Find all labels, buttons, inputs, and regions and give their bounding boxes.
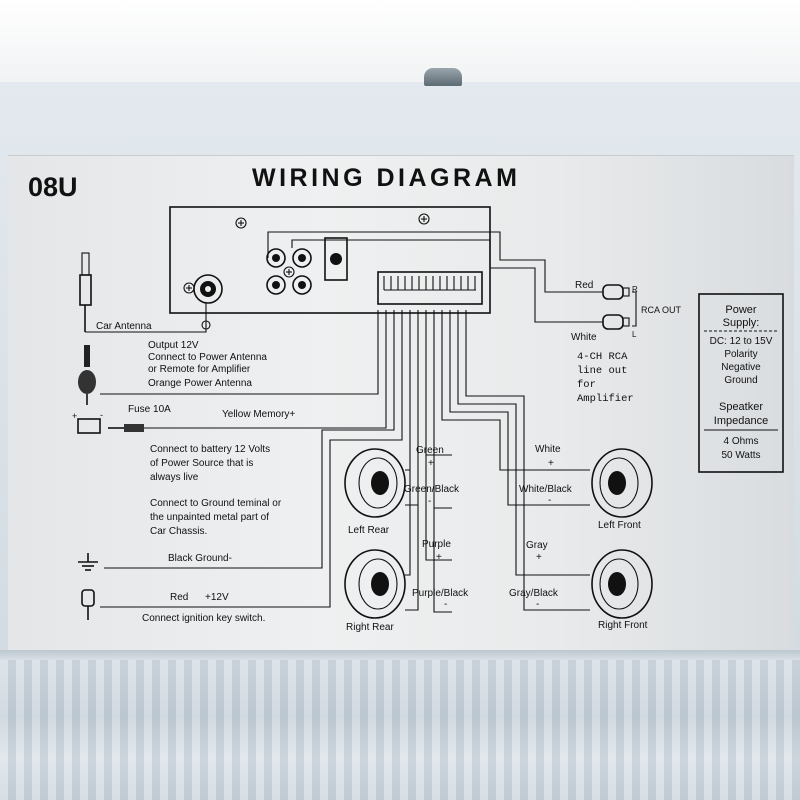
left-front-speaker-icon — [591, 448, 653, 518]
purple-black-wire-label: Purple/Black — [412, 588, 469, 599]
svg-text:Supply:: Supply: — [723, 317, 760, 329]
housing-lower-panel — [0, 660, 800, 800]
screw-icon — [283, 266, 295, 278]
diagram-title: WIRING DIAGRAM — [252, 164, 520, 192]
screw-icon — [183, 282, 195, 294]
screw-icon — [418, 213, 430, 225]
right-front-label: Right Front — [598, 620, 648, 631]
green-wire-label: Green — [416, 445, 444, 456]
gray-wire-label: Gray — [526, 540, 548, 551]
svg-text:-: - — [100, 410, 103, 420]
car-antenna-label: Car Antenna — [96, 321, 152, 332]
background — [0, 0, 800, 82]
right-rear-label: Right Rear — [346, 622, 394, 633]
svg-text:4-CH RCA: 4-CH RCA — [577, 351, 628, 363]
ignition-voltage-label: +12V — [205, 592, 229, 603]
antenna-socket-icon — [193, 274, 223, 304]
ground-icon — [78, 553, 98, 571]
svg-text:Negative: Negative — [721, 362, 761, 373]
rca-jack-icon — [292, 275, 312, 295]
ignition-note: Connect ignition key switch. — [142, 613, 265, 624]
svg-text:line out: line out — [577, 365, 627, 377]
rca-jack-icon — [292, 248, 312, 268]
rca-l-label: L — [632, 330, 637, 339]
svg-text:always live: always live — [150, 472, 199, 483]
yellow-memory-label: Yellow Memory+ — [222, 409, 295, 420]
purple-black-minus: - — [444, 599, 447, 610]
screw-icon — [235, 217, 247, 229]
antenna-icon — [79, 252, 92, 332]
power-plug-icon — [324, 237, 348, 281]
rca-jack-icon — [266, 248, 286, 268]
black-ground-label: Black Ground- — [168, 553, 232, 564]
green-black-minus: - — [428, 496, 431, 507]
svg-text:Output 12V: Output 12V — [148, 340, 199, 351]
amp-note: 4-CH RCA line out for Amplifier — [577, 351, 634, 405]
svg-text:Connect to Ground teminal or: Connect to Ground teminal or — [150, 498, 282, 509]
green-plus: + — [428, 458, 434, 469]
mounting-knob — [424, 68, 462, 86]
svg-text:Power: Power — [725, 304, 757, 316]
iso-connector — [377, 271, 483, 305]
rca-plug-icon — [602, 284, 630, 300]
svg-text:50 Watts: 50 Watts — [721, 450, 760, 461]
ignition-key-icon — [81, 589, 95, 620]
svg-text:4 Ohms: 4 Ohms — [723, 436, 758, 447]
svg-text:Amplifier: Amplifier — [577, 393, 634, 405]
rca-white-label: White — [571, 332, 597, 343]
battery-icon: + - — [72, 410, 103, 434]
left-front-label: Left Front — [598, 520, 641, 531]
right-rear-speaker-icon — [344, 549, 406, 619]
green-black-wire-label: Green/Black — [404, 484, 460, 495]
svg-text:Polarity: Polarity — [724, 349, 757, 360]
svg-text:or Remote for Amplifier: or Remote for Amplifier — [148, 364, 251, 375]
power-antenna-icon — [78, 345, 96, 405]
fuse-icon — [108, 424, 144, 432]
fuse-label: Fuse 10A — [128, 404, 171, 415]
white-wire-label: White — [535, 444, 561, 455]
svg-text:DC: 12 to 15V: DC: 12 to 15V — [710, 336, 773, 347]
head-unit — [169, 206, 491, 314]
svg-text:Car Chassis.: Car Chassis. — [150, 526, 207, 537]
svg-text:of Power Source that is: of Power Source that is — [150, 458, 253, 469]
rca-out-label: RCA OUT — [641, 305, 682, 315]
output-12v-note: Output 12V Connect to Power Antenna or R… — [148, 340, 267, 389]
model-code: 08U — [28, 172, 78, 202]
svg-text:+: + — [72, 411, 77, 421]
rca-r-label: R — [632, 285, 638, 294]
svg-text:the unpainted metal part of: the unpainted metal part of — [150, 512, 269, 523]
svg-text:Ground: Ground — [724, 375, 757, 386]
battery-note: Connect to battery 12 Volts of Power Sou… — [150, 444, 270, 483]
svg-text:Speatker: Speatker — [719, 401, 763, 413]
ignition-wire-label: Red — [170, 592, 188, 603]
gray-black-minus: - — [536, 599, 539, 610]
left-rear-speaker-icon — [344, 448, 406, 518]
left-rear-label: Left Rear — [348, 525, 390, 536]
svg-text:Connect to Power Antenna: Connect to Power Antenna — [148, 352, 267, 363]
white-plus: + — [548, 458, 554, 469]
purple-plus: + — [436, 552, 442, 563]
power-supply-box: Power Supply: DC: 12 to 15V Polarity Neg… — [698, 293, 784, 473]
ground-note: Connect to Ground teminal or the unpaint… — [150, 498, 282, 537]
white-black-minus: - — [548, 495, 551, 506]
gray-black-wire-label: Gray/Black — [509, 588, 559, 599]
rca-red-label: Red — [575, 280, 593, 291]
right-front-speaker-icon — [591, 549, 653, 619]
svg-text:Impedance: Impedance — [714, 415, 768, 427]
rca-plug-icon — [602, 314, 630, 330]
purple-wire-label: Purple — [422, 539, 451, 550]
svg-text:for: for — [577, 379, 596, 391]
gray-plus: + — [536, 552, 542, 563]
rca-jack-icon — [266, 275, 286, 295]
svg-text:Connect to battery 12 Volts: Connect to battery 12 Volts — [150, 444, 270, 455]
svg-text:Orange Power Antenna: Orange Power Antenna — [148, 378, 252, 389]
white-black-wire-label: White/Black — [519, 484, 573, 495]
